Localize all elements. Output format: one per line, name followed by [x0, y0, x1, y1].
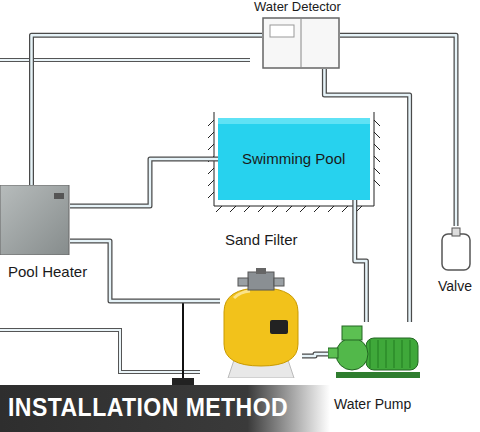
valve-body: [438, 226, 474, 274]
detector-body: [262, 17, 340, 69]
sand-filter-tank: [220, 268, 302, 378]
pool-heater: Pool Heater: [0, 185, 70, 255]
water-pump-body: [328, 322, 424, 380]
water-detector: Water Detector: [262, 17, 340, 69]
heater-body: [0, 185, 70, 255]
extra-pipe-inner: [0, 60, 250, 372]
valve: Valve: [438, 226, 474, 274]
electric-box: [172, 300, 210, 392]
sand-filter: Sand Filter: [220, 268, 302, 378]
node-label: Valve: [438, 278, 472, 294]
node-label: Pool Heater: [8, 263, 87, 280]
pipe-connector: [355, 200, 367, 322]
node-label: Water Pump: [334, 396, 411, 412]
water-pump: Water Pump: [328, 322, 424, 380]
pipe-connector: [302, 354, 328, 356]
node-label: Water Detector: [254, 0, 341, 15]
title-banner: [0, 385, 330, 432]
diagram-title: INSTALLATION METHOD: [8, 392, 288, 423]
node-label: Swimming Pool: [242, 150, 345, 167]
node-label: Sand Filter: [225, 231, 298, 248]
extra-pipe: [0, 60, 250, 372]
pipe-connector: [70, 159, 218, 206]
ground-hatch: [208, 112, 380, 212]
swimming-pool: Swimming Pool: [218, 118, 370, 200]
pipe-connector: [70, 241, 220, 301]
